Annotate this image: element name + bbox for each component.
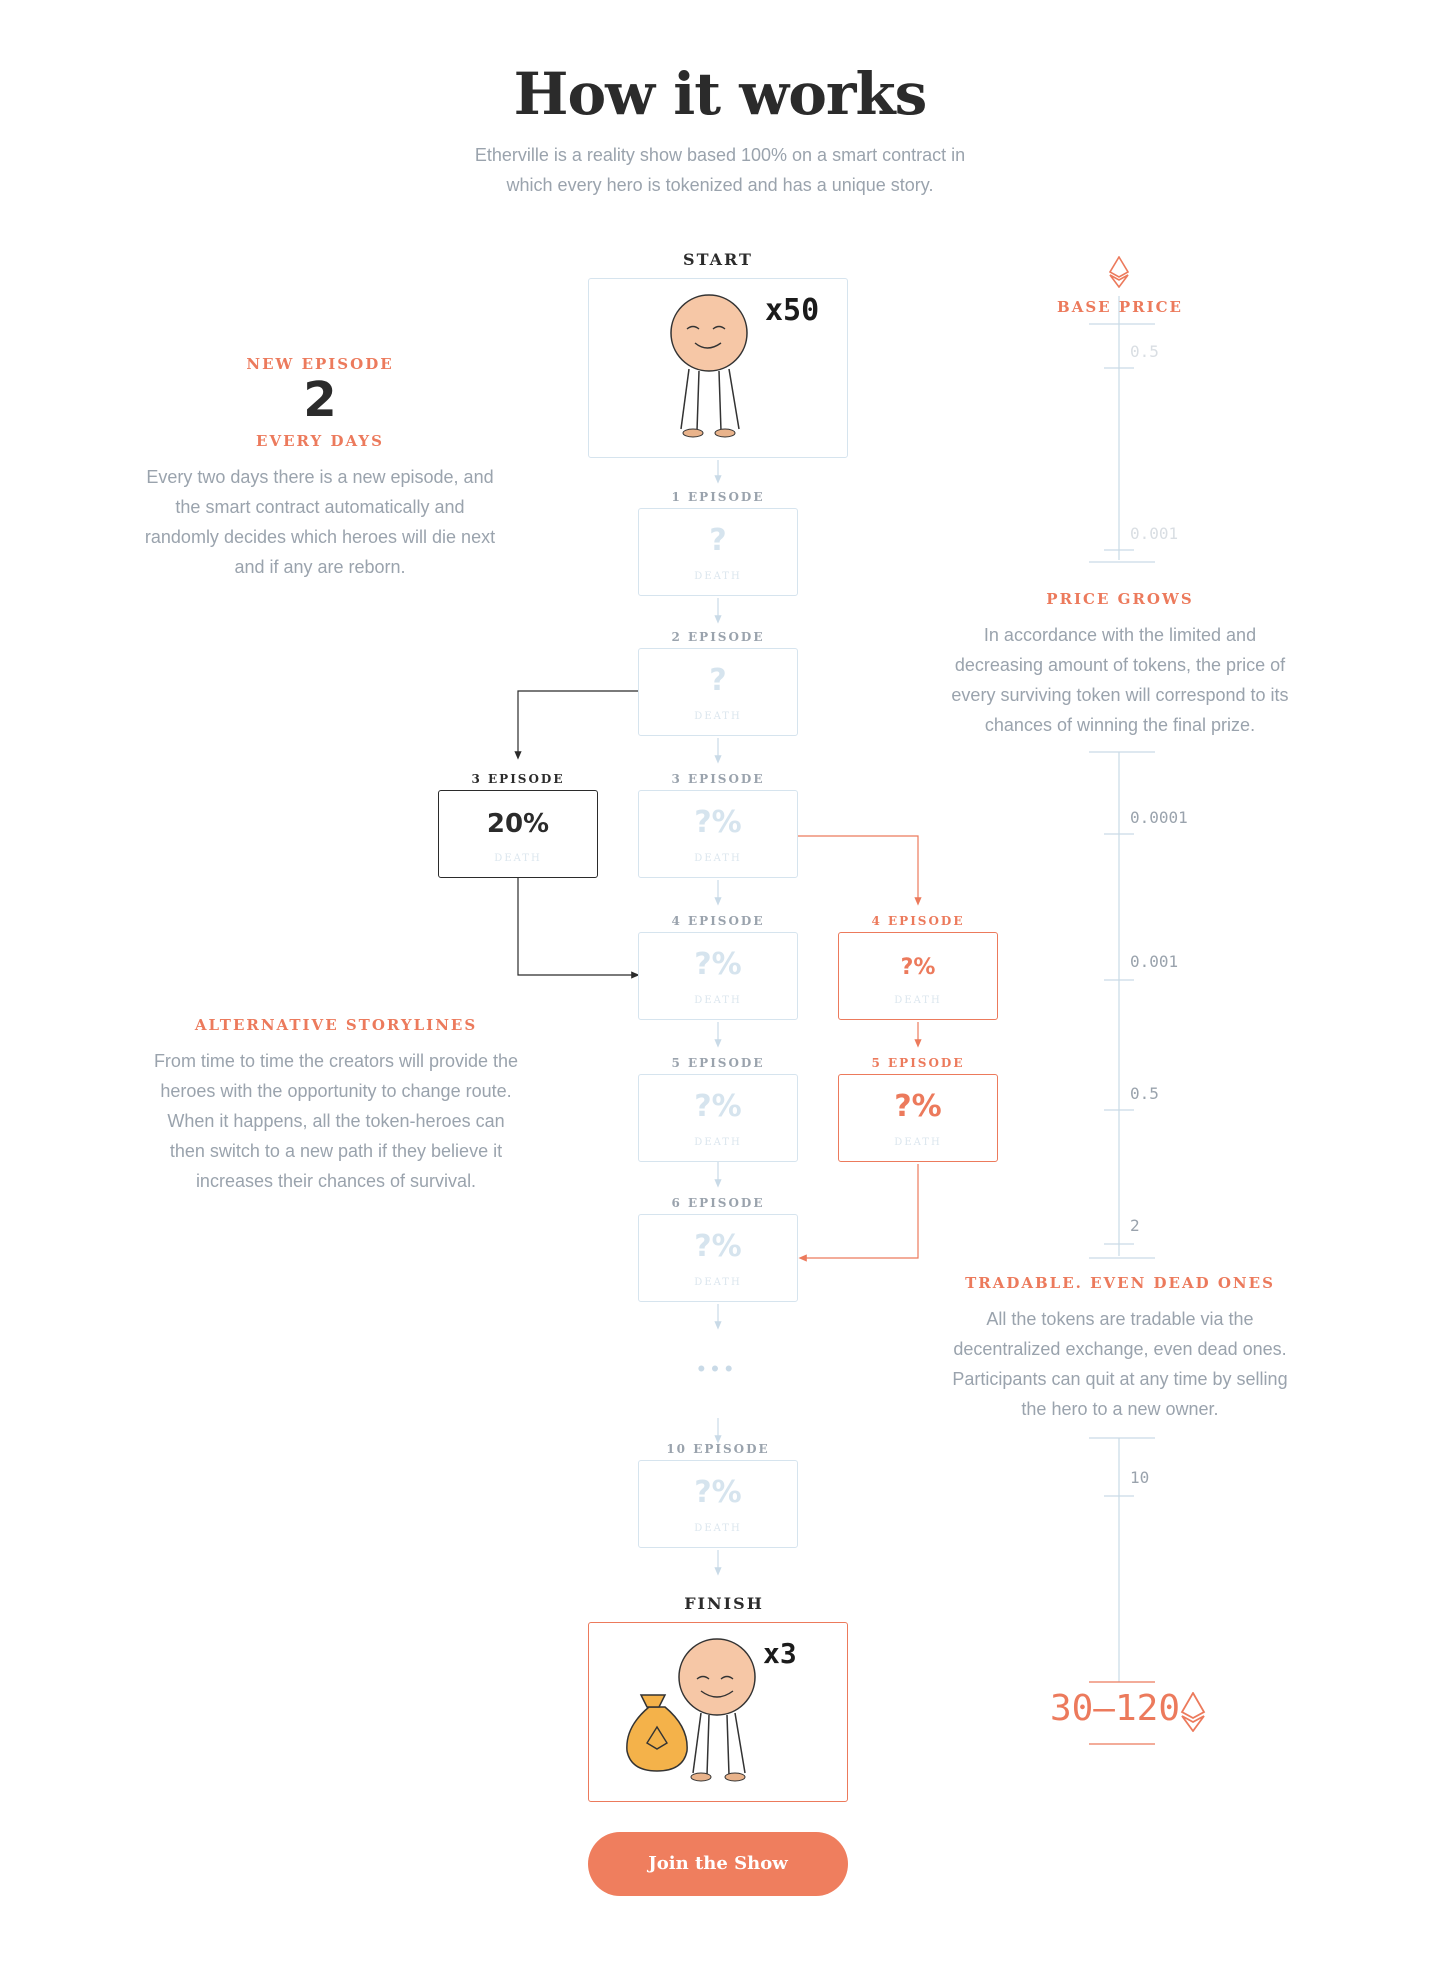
episode-1-value: ? [709,523,727,558]
episode-2-death: DEATH [694,711,742,722]
page-title: How it works [513,60,928,128]
branch-right-episode-5-death: DEATH [894,1137,942,1148]
branch-right-episode-4-value: ?% [900,955,936,980]
episode-4-box: ?% DEATH [638,932,798,1020]
scale-tick-label: 2 [1130,1216,1140,1235]
scale-tick-label: 0.5 [1130,1084,1159,1103]
episode-10-label: 10 EPISODE [666,1442,770,1456]
final-price-range: 30–120 [1049,1688,1180,1729]
episode-6-box: ?% DEATH [638,1214,798,1302]
base-price-heading: BASE PRICE [1057,298,1183,316]
episode-6-death: DEATH [694,1277,742,1288]
finish-card: x3 [588,1622,848,1802]
finish-label: FINISH [684,1594,764,1613]
new-episode-label: NEW EPISODE [246,355,394,373]
episode-4-death: DEATH [694,995,742,1006]
scale-tick-label: 0.5 [1130,342,1159,361]
branch-right-episode-4-box: ?% DEATH [838,932,998,1020]
join-the-show-button[interactable]: Join the Show [588,1832,848,1896]
episode-3-value: ?% [694,805,742,840]
page-subtitle: Etherville is a reality show based 100% … [474,145,966,195]
hero-character-icon [670,294,748,438]
ethereum-icon [1108,256,1130,288]
price-grows-description: In accordance with the limited and decre… [951,625,1289,735]
ethereum-icon [1180,1692,1206,1732]
episode-1-label: 1 EPISODE [671,490,765,504]
episode-10-value: ?% [694,1475,742,1510]
branch-right-episode-4-death: DEATH [894,995,942,1006]
every-days-label: EVERY DAYS [256,432,384,450]
episode-6-value: ?% [694,1229,742,1264]
episode-3-death: DEATH [694,853,742,864]
start-label: START [683,250,753,269]
branch-left-episode-3-box: 20% DEATH [438,790,598,878]
episode-5-value: ?% [694,1089,742,1124]
scale-tick-label: 0.001 [1130,524,1179,543]
episode-4-label: 4 EPISODE [671,914,765,928]
alternative-storylines-heading: ALTERNATIVE STORYLINES [194,1016,478,1034]
episodes-ellipsis: ••• [697,1356,739,1381]
start-card: x50 [588,278,848,458]
episode-2-value: ? [709,663,727,698]
branch-left-episode-3-value: 20% [486,809,550,839]
episode-5-box: ?% DEATH [638,1074,798,1162]
episode-6-label: 6 EPISODE [671,1196,765,1210]
branch-left-episode-3-label: 3 EPISODE [471,772,565,786]
episode-2-label: 2 EPISODE [671,630,765,644]
branch-right-episode-5-box: ?% DEATH [838,1074,998,1162]
hero-with-money-bag-icon [626,1638,756,1782]
episode-10-box: ?% DEATH [638,1460,798,1548]
tradable-description: All the tokens are tradable via the dece… [952,1309,1288,1419]
branch-right-episode-5-value: ?% [894,1089,942,1124]
price-grows-heading: PRICE GROWS [1046,590,1194,608]
scale-tick-label: 0.0001 [1130,808,1188,827]
episode-3-label: 3 EPISODE [671,772,765,786]
branch-right-episode-5-label: 5 EPISODE [871,1056,965,1070]
episode-5-death: DEATH [694,1137,742,1148]
episode-5-label: 5 EPISODE [671,1056,765,1070]
episode-3-box: ?% DEATH [638,790,798,878]
tradable-heading: TRADABLE. EVEN DEAD ONES [965,1274,1275,1292]
episode-2-box: ? DEATH [638,648,798,736]
finish-multiplier: x3 [763,1637,797,1670]
episode-1-death: DEATH [694,571,742,582]
branch-left-episode-3-death: DEATH [494,853,542,864]
branch-right-episode-4-label: 4 EPISODE [871,914,965,928]
start-multiplier: x50 [765,293,820,328]
scale-tick-label: 10 [1130,1468,1150,1487]
scale-tick-label: 0.001 [1130,952,1179,971]
alternative-storylines-description: From time to time the creators will prov… [153,1051,519,1191]
episode-1-box: ? DEATH [638,508,798,596]
episode-10-death: DEATH [694,1523,742,1534]
new-episode-number: 2 [303,372,337,428]
new-episode-description: Every two days there is a new episode, a… [144,467,496,577]
episode-4-value: ?% [694,947,742,982]
